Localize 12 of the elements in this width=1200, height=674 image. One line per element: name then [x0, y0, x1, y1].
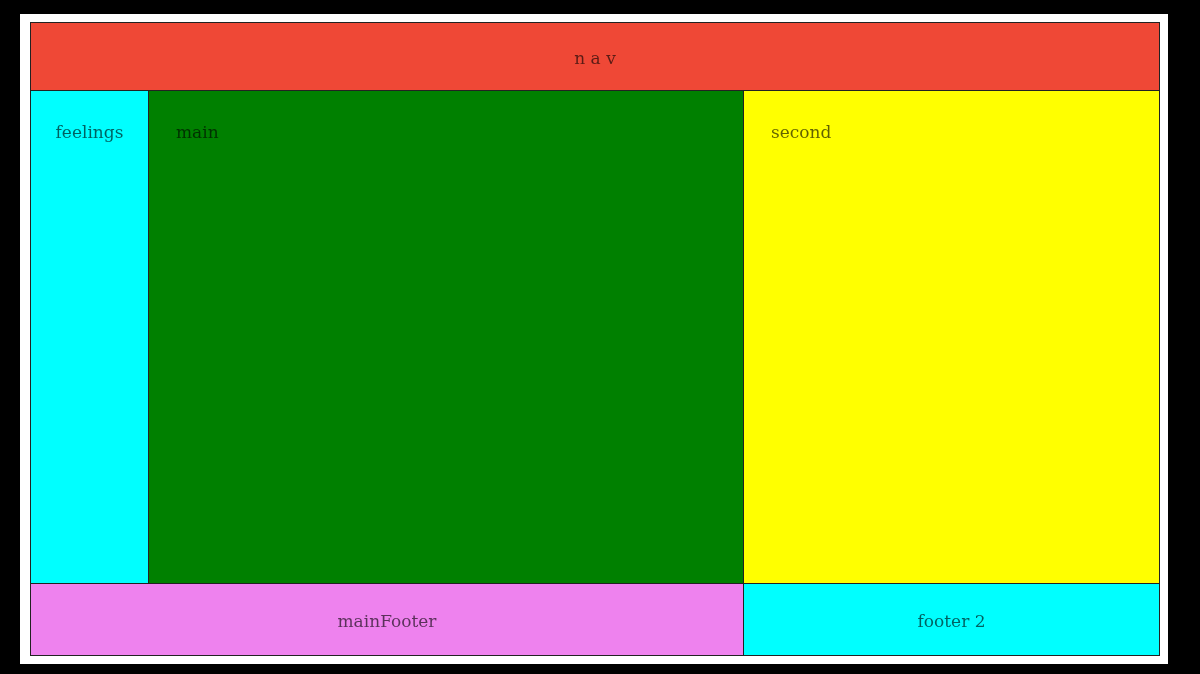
area-label: footer 2: [917, 609, 986, 632]
side-panel-area: [743, 90, 1160, 584]
header-area: [30, 22, 1160, 91]
content-area: [148, 90, 744, 584]
footer-area: [30, 583, 744, 656]
area-label: n a v: [574, 46, 616, 69]
sidebar-area: [30, 90, 149, 584]
area-label: main: [176, 121, 219, 143]
area-label: feelings: [55, 121, 124, 143]
footer-area: [743, 583, 1160, 656]
area-label: mainFooter: [337, 609, 437, 632]
area-label: second: [771, 121, 832, 143]
